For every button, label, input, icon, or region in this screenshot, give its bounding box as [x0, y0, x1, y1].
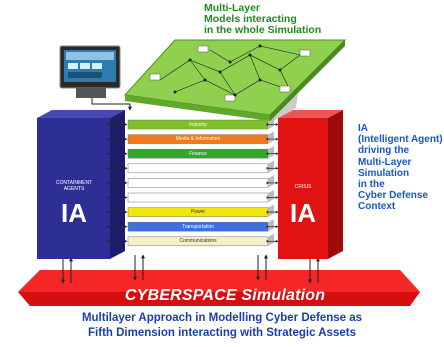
containment-agents-label: CONTAINMENT AGENTS: [55, 180, 93, 192]
layer-side-7: [268, 219, 274, 232]
crisis-agent-block: [278, 110, 343, 259]
layer-label-8: Communications: [179, 238, 217, 245]
layer-3: [127, 163, 269, 174]
network-layer: [123, 39, 347, 121]
top-title: Multi-Layer Models interacting in the wh…: [204, 2, 322, 37]
layer-label-7: Transportation: [181, 223, 215, 230]
layer-side-2: [268, 146, 274, 159]
layer-label-1: Media & Information: [175, 136, 221, 143]
right-ia-label: IA: [290, 198, 316, 228]
network-edges: [159, 45, 301, 96]
layer-label-2: Finance: [189, 150, 207, 157]
layer-side-6: [268, 204, 274, 217]
left-ia-label: IA: [61, 198, 87, 228]
network-dots: [173, 44, 282, 97]
base-arrows: [61, 254, 320, 284]
layer-arrows: [107, 123, 279, 243]
side-title: IA (Intelligent Agent) driving the Multi…: [358, 123, 443, 213]
layer-label-0: Industry: [189, 121, 207, 128]
layer-side-8: [268, 233, 274, 246]
layer-side-3: [268, 160, 274, 173]
layer-5: [127, 192, 269, 203]
cyberspace-label: CYBERSPACE Simulation: [124, 287, 326, 304]
layer-4: [127, 178, 269, 188]
cyberspace-base: [18, 270, 420, 306]
monitor-device-icon: [59, 45, 132, 111]
containment-agent-block: [37, 110, 125, 259]
layer-side-5: [268, 190, 274, 202]
layer-label-6: Power: [190, 209, 206, 216]
caption: Multilayer Approach in Modelling Cyber D…: [81, 312, 363, 339]
layer-side-4: [268, 175, 274, 188]
layer-side-1: [268, 131, 274, 144]
crisis-label: CRISIS: [294, 184, 312, 190]
network-nodes: [149, 45, 311, 102]
